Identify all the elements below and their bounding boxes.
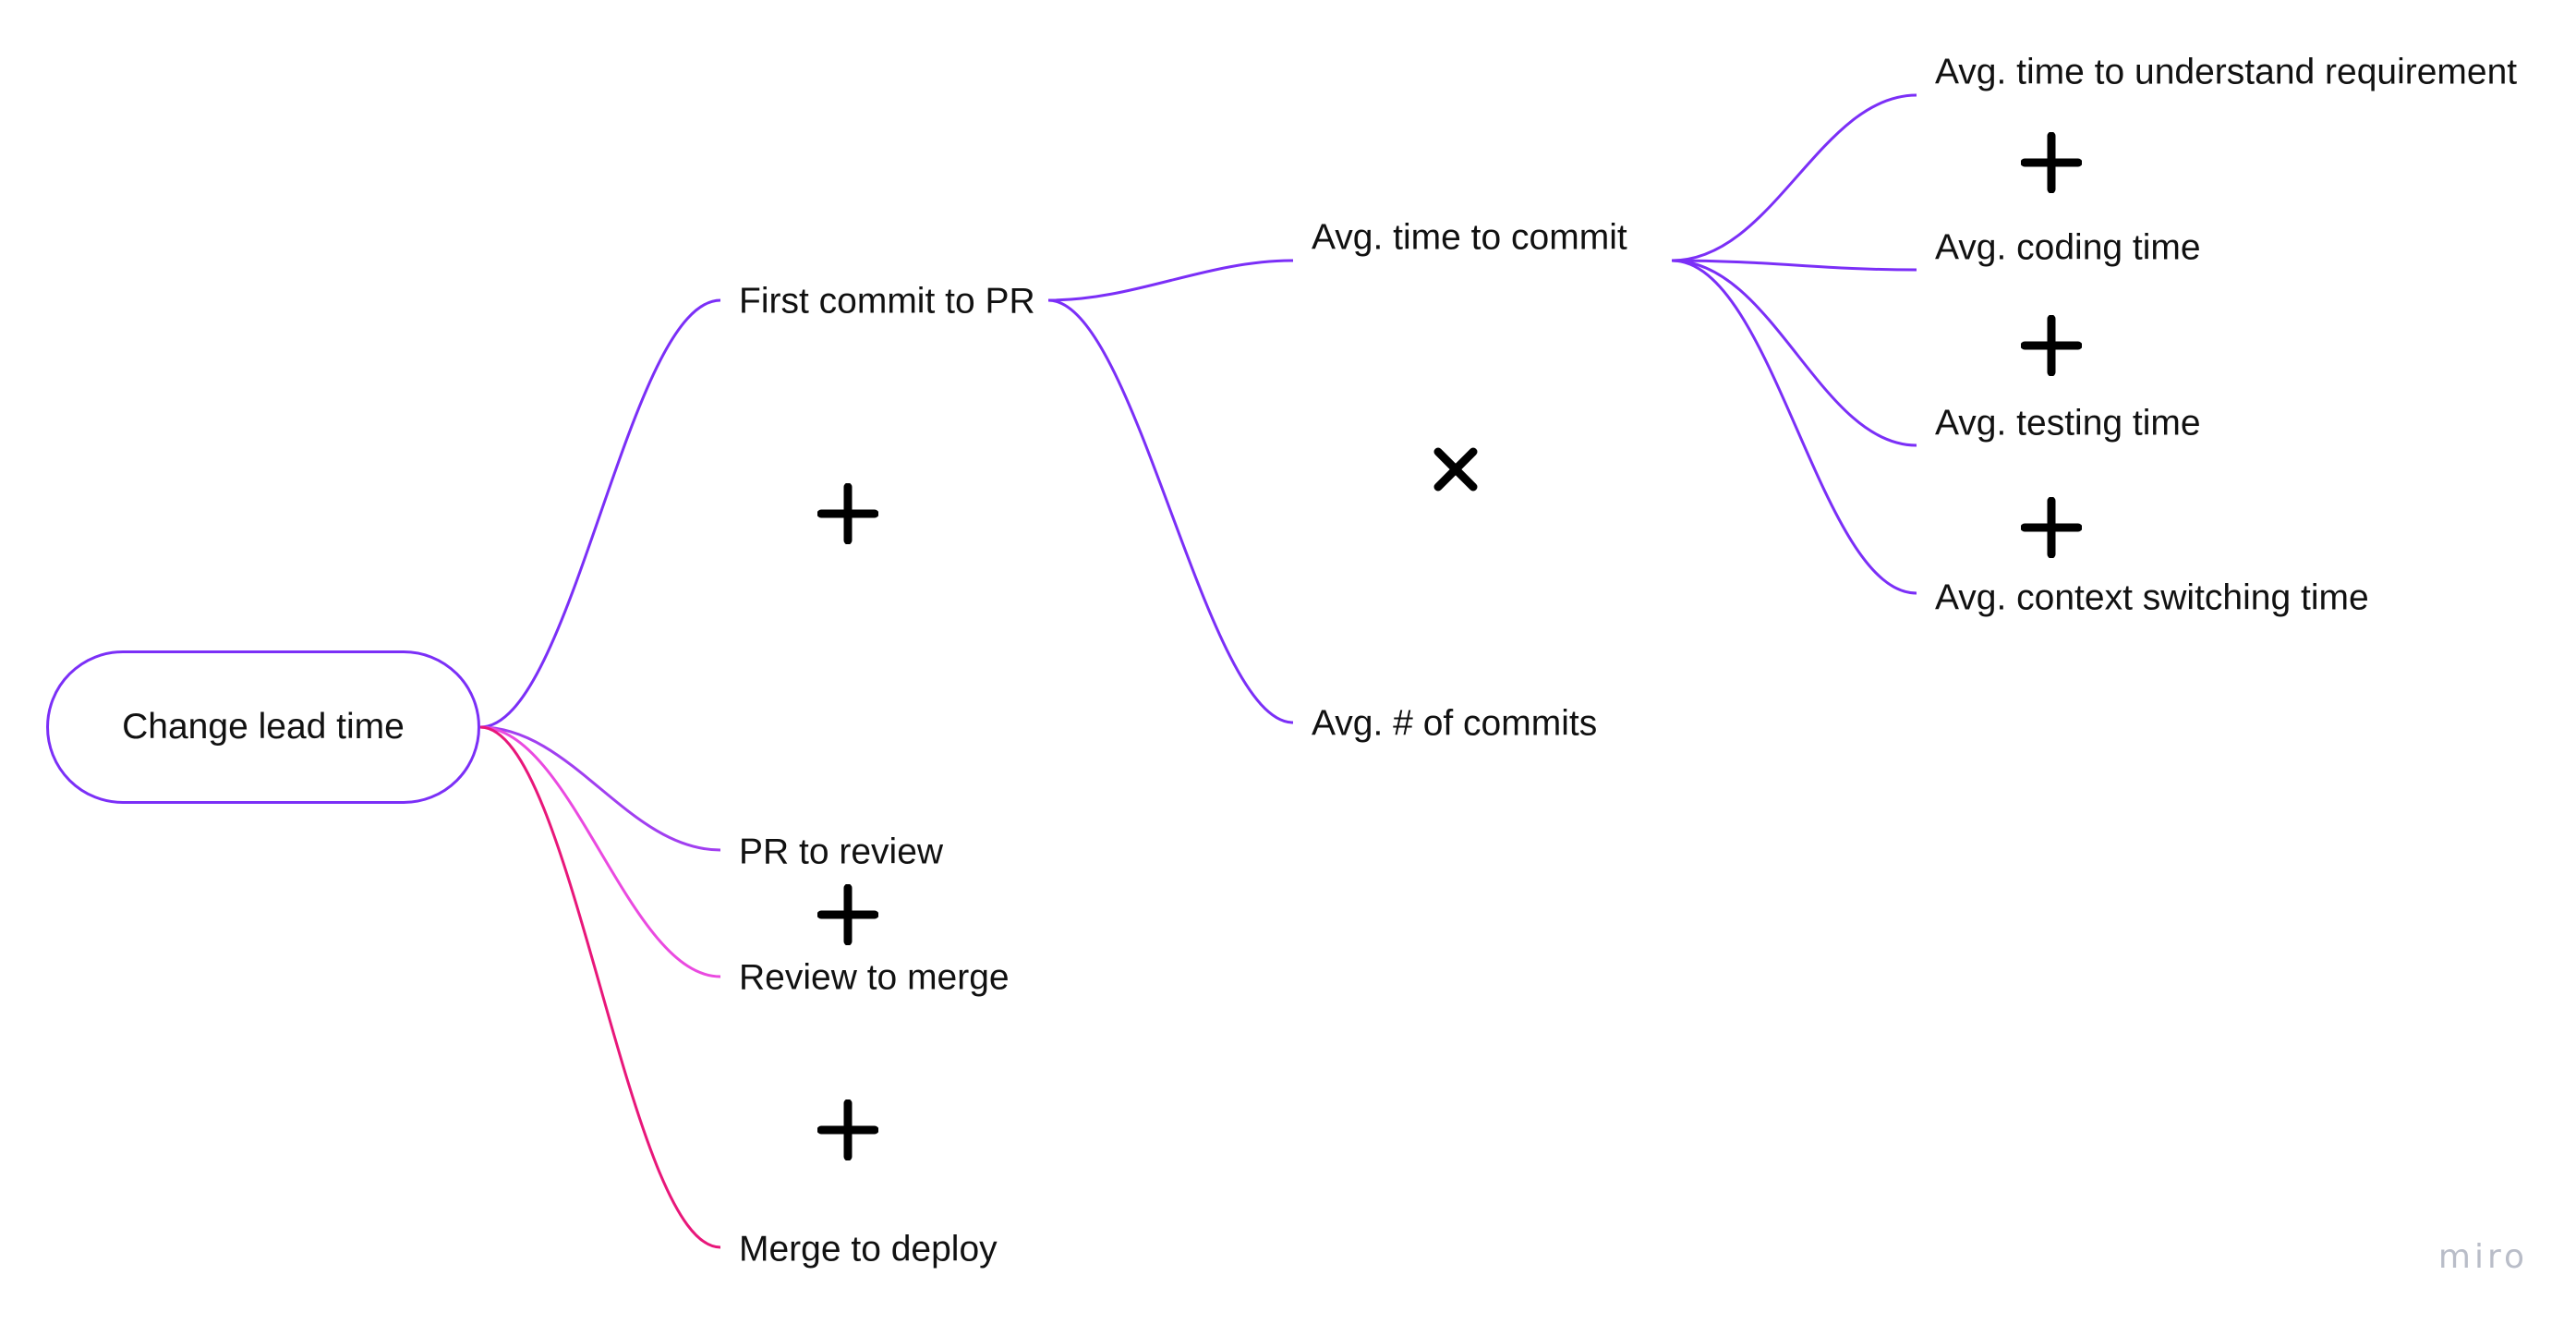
node-merge-to-deploy[interactable]: Merge to deploy <box>739 1229 998 1269</box>
connector-first-commit-num-commits <box>1047 298 1294 724</box>
root-node-label: Change lead time <box>122 707 405 747</box>
connector-commit-testing <box>1671 259 1917 447</box>
plus-icon <box>2021 132 2082 193</box>
plus-icon <box>817 1099 878 1160</box>
connector-commit-coding <box>1671 259 1917 272</box>
node-avg-num-commits[interactable]: Avg. # of commits <box>1312 703 1598 744</box>
plus-icon <box>2021 315 2082 376</box>
plus-icon <box>2021 497 2082 558</box>
node-pr-to-review[interactable]: PR to review <box>739 832 944 872</box>
node-avg-context-switching-time[interactable]: Avg. context switching time <box>1935 577 2369 618</box>
connector-first-commit-time-to-commit <box>1047 259 1294 302</box>
plus-icon <box>817 483 878 544</box>
node-avg-coding-time[interactable]: Avg. coding time <box>1935 227 2201 268</box>
miro-watermark: miro <box>2437 1238 2528 1276</box>
node-avg-time-understand-requirement[interactable]: Avg. time to understand requirement <box>1935 52 2518 92</box>
node-avg-testing-time[interactable]: Avg. testing time <box>1935 403 2201 443</box>
plus-icon <box>817 884 878 945</box>
node-first-commit-to-pr[interactable]: First commit to PR <box>739 281 1035 322</box>
connector-commit-context-switch <box>1671 259 1917 595</box>
connector-commit-understand <box>1671 93 1917 262</box>
connector-root-merge-deploy <box>479 725 721 1249</box>
connector-root-first-commit <box>479 298 721 729</box>
connector-root-pr-review <box>479 725 721 852</box>
node-avg-time-to-commit[interactable]: Avg. time to commit <box>1312 217 1627 258</box>
connector-root-review-merge <box>479 725 721 978</box>
node-review-to-merge[interactable]: Review to merge <box>739 957 1010 998</box>
root-node[interactable]: Change lead time <box>46 650 480 804</box>
times-icon <box>1433 447 1478 492</box>
